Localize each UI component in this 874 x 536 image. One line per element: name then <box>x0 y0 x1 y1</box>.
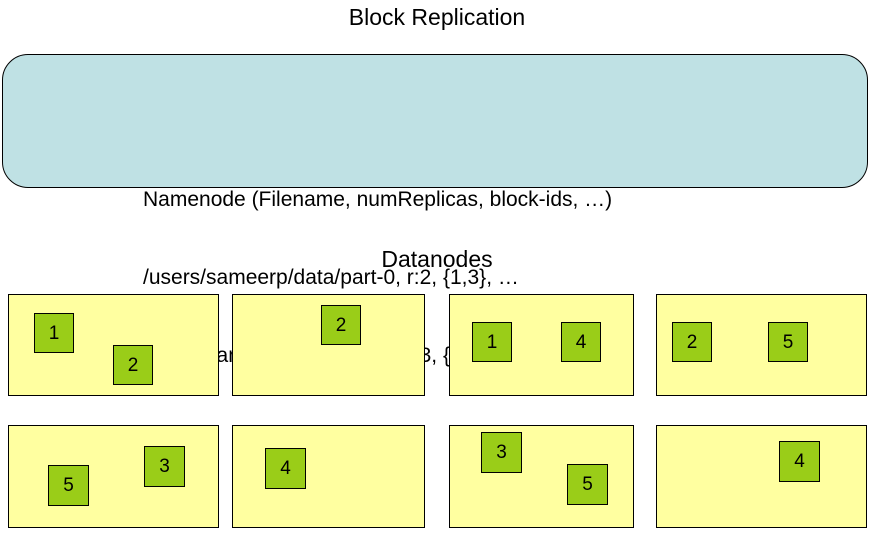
datanode-8 <box>656 425 867 528</box>
block-4: 4 <box>561 322 601 362</box>
block-2: 2 <box>321 305 361 345</box>
block-5: 5 <box>768 322 808 362</box>
namenode-header: Namenode (Filename, numReplicas, block-i… <box>143 188 613 211</box>
block-2: 2 <box>672 322 712 362</box>
datanode-6 <box>232 425 425 528</box>
block-3: 3 <box>144 446 185 487</box>
page-title: Block Replication <box>348 4 526 30</box>
block-5: 5 <box>48 465 89 506</box>
datanode-5 <box>8 425 219 528</box>
namenode-box: Namenode (Filename, numReplicas, block-i… <box>2 54 868 367</box>
block-2: 2 <box>113 345 153 385</box>
block-3: 3 <box>481 432 522 473</box>
datanodes-label: Datanodes <box>381 246 493 272</box>
block-4: 4 <box>265 448 306 489</box>
namenode-entry-part-0: /users/sameerp/data/part-0, r:2, {1,3}, … <box>143 266 519 289</box>
block-5: 5 <box>567 464 608 505</box>
block-4: 4 <box>779 441 820 482</box>
block-1: 1 <box>34 313 74 353</box>
block-1: 1 <box>472 322 512 362</box>
